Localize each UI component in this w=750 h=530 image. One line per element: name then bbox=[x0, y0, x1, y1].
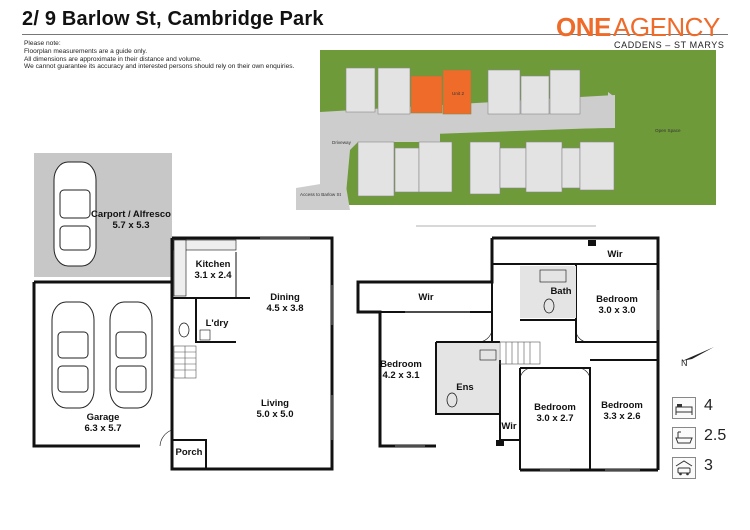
stat-bedrooms: 4 bbox=[672, 396, 742, 422]
logo-agency-text: AGENCY bbox=[613, 12, 720, 42]
room-garage: Garage 6.3 x 5.7 bbox=[73, 412, 133, 434]
bed-icon bbox=[672, 397, 696, 419]
unit-block bbox=[487, 69, 521, 115]
room-name: Bedroom bbox=[596, 294, 638, 305]
room-name: Kitchen bbox=[195, 259, 231, 270]
room-bedroom-bottom-right: Bedroom 3.3 x 2.6 bbox=[597, 400, 647, 422]
room-dims: 4.5 x 3.8 bbox=[266, 303, 304, 314]
car-carport-1 bbox=[53, 161, 97, 267]
disclaimer-notes: Please note: Floorplan measurements are … bbox=[24, 40, 294, 71]
note-line: All dimensions are approximate in their … bbox=[24, 55, 202, 63]
unit-block bbox=[549, 69, 581, 115]
site-plan bbox=[296, 50, 716, 227]
room-dims: 5.0 x 5.0 bbox=[256, 409, 294, 420]
room-name: Wir bbox=[418, 292, 434, 303]
room-dims: 5.7 x 5.3 bbox=[112, 220, 150, 231]
bath-icon bbox=[672, 427, 696, 449]
room-name: Bedroom bbox=[601, 400, 643, 411]
bathrooms-count: 2.5 bbox=[704, 427, 727, 444]
room-name: Ens bbox=[456, 382, 474, 393]
room-name: Bath bbox=[550, 286, 572, 297]
room-ensuite: Ens bbox=[450, 382, 480, 393]
room-wir-top: Wir bbox=[600, 249, 630, 260]
unit-block bbox=[418, 141, 453, 193]
room-name: L'dry bbox=[205, 318, 229, 329]
note-line: We cannot guarantee its accuracy and int… bbox=[24, 63, 295, 71]
room-bedroom-top-right: Bedroom 3.0 x 3.0 bbox=[592, 294, 642, 316]
unit-block bbox=[357, 141, 395, 197]
unit-block bbox=[469, 141, 501, 195]
room-kitchen: Kitchen 3.1 x 2.4 bbox=[190, 259, 236, 281]
car-icon bbox=[672, 457, 696, 479]
note-line: Floorplan measurements are a guide only. bbox=[24, 47, 148, 55]
room-name: Carport / Alfresco bbox=[91, 209, 171, 220]
unit-block bbox=[345, 67, 376, 113]
room-name: Dining bbox=[270, 292, 300, 303]
header-divider bbox=[22, 34, 728, 35]
room-name: Garage bbox=[86, 412, 120, 423]
page-title: 2/ 9 Barlow St, Cambridge Park bbox=[22, 8, 324, 30]
room-name: Wir bbox=[607, 249, 623, 260]
unit-block bbox=[520, 75, 550, 115]
agency-logo: ONE AGENCY CADDENS – ST MARYS bbox=[556, 12, 724, 52]
room-dims: 3.3 x 2.6 bbox=[603, 411, 641, 422]
bedrooms-count: 4 bbox=[704, 397, 713, 414]
note-line: Please note: bbox=[24, 40, 61, 47]
room-name: Bedroom bbox=[534, 402, 576, 413]
room-bedroom-bottom-middle: Bedroom 3.0 x 2.7 bbox=[530, 402, 580, 424]
stat-parking: 3 bbox=[672, 456, 742, 482]
room-dims: 4.2 x 3.1 bbox=[382, 370, 420, 381]
room-dims: 3.0 x 3.0 bbox=[598, 305, 636, 316]
north-arrow-icon: N bbox=[681, 347, 714, 367]
car-garage-2 bbox=[109, 301, 153, 409]
room-name: Wir bbox=[501, 421, 517, 432]
room-porch: Porch bbox=[172, 447, 206, 458]
unit-block bbox=[561, 147, 581, 189]
car-garage-1 bbox=[51, 301, 95, 409]
unit-block bbox=[579, 141, 615, 191]
unit-block bbox=[394, 147, 420, 193]
unit-block bbox=[377, 67, 411, 115]
site-open-space-label: Open Space bbox=[655, 128, 681, 133]
ensuite-floor bbox=[437, 343, 499, 413]
room-wir-left: Wir bbox=[411, 292, 441, 303]
room-dims: 3.0 x 2.7 bbox=[536, 413, 574, 424]
stat-bathrooms: 2.5 bbox=[672, 426, 742, 452]
room-name: Living bbox=[261, 398, 289, 409]
room-name: Porch bbox=[175, 447, 203, 458]
unit-2-highlight bbox=[442, 69, 472, 115]
site-unit-label: Unit 2 bbox=[452, 91, 465, 96]
site-driveway-label: Driveway bbox=[332, 140, 351, 145]
unit-2-highlight bbox=[410, 75, 443, 114]
bath-floor bbox=[520, 266, 576, 318]
logo-one-text: ONE bbox=[556, 12, 611, 42]
unit-block bbox=[499, 147, 527, 189]
svg-text:N: N bbox=[681, 358, 688, 367]
room-bedroom-left: Bedroom 4.2 x 3.1 bbox=[375, 359, 427, 381]
room-bath: Bath bbox=[546, 286, 576, 297]
room-laundry: L'dry bbox=[199, 318, 235, 329]
room-dims: 3.1 x 2.4 bbox=[194, 270, 232, 281]
room-dining: Dining 4.5 x 3.8 bbox=[262, 292, 308, 314]
room-dims: 6.3 x 5.7 bbox=[84, 423, 122, 434]
logo-subtitle: CADDENS – ST MARYS bbox=[614, 40, 725, 50]
site-access-label: Access to Barlow St bbox=[300, 192, 341, 197]
unit-block bbox=[525, 141, 563, 193]
room-wir-small: Wir bbox=[497, 421, 521, 432]
ground-floor bbox=[32, 153, 334, 471]
first-floor bbox=[356, 236, 660, 472]
room-living: Living 5.0 x 5.0 bbox=[252, 398, 298, 420]
parking-count: 3 bbox=[704, 457, 713, 474]
room-name: Bedroom bbox=[380, 359, 422, 370]
room-carport: Carport / Alfresco 5.7 x 5.3 bbox=[76, 209, 186, 231]
